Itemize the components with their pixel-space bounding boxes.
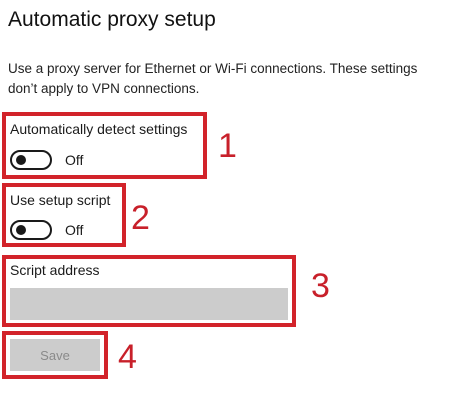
setup-script-state: Off — [65, 222, 84, 238]
toggle-knob — [16, 225, 26, 235]
auto-detect-label: Automatically detect settings — [10, 121, 188, 137]
setup-script-label: Use setup script — [10, 192, 111, 208]
annotation-box-3 — [2, 255, 296, 327]
toggle-knob — [16, 155, 26, 165]
annotation-box-4 — [2, 331, 108, 379]
annotation-number-3: 3 — [311, 267, 330, 305]
script-address-label: Script address — [10, 262, 100, 278]
annotation-box-2 — [2, 183, 126, 247]
auto-detect-state: Off — [65, 152, 84, 168]
section-title: Automatic proxy setup — [8, 8, 216, 31]
description-line-1: Use a proxy server for Ethernet or Wi-Fi… — [8, 61, 418, 76]
annotation-box-1 — [2, 112, 207, 179]
setup-script-toggle[interactable] — [10, 220, 52, 240]
annotation-number-4: 4 — [118, 338, 137, 376]
annotation-number-2: 2 — [131, 199, 150, 237]
script-address-input[interactable] — [10, 288, 288, 320]
annotation-number-1: 1 — [218, 127, 237, 165]
description-line-2: don’t apply to VPN connections. — [8, 81, 200, 96]
auto-detect-toggle[interactable] — [10, 150, 52, 170]
section-description: Use a proxy server for Ethernet or Wi-Fi… — [8, 59, 468, 99]
save-button[interactable]: Save — [10, 339, 100, 371]
